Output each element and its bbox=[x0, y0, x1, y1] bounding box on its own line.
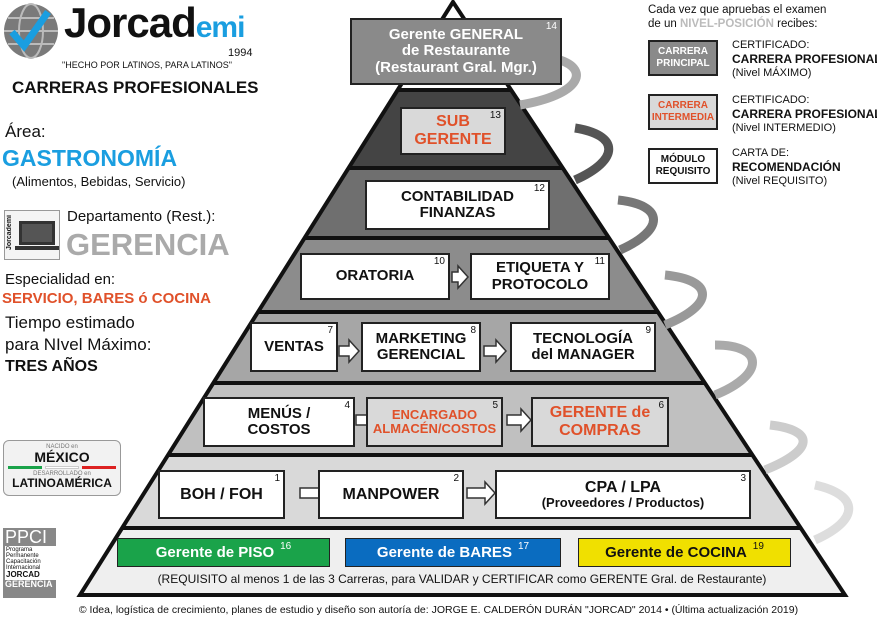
progress-arrows bbox=[519, 55, 853, 545]
legend-text-requisito: CARTA DE:RECOMENDACIÓN(Nivel REQUISITO) bbox=[732, 147, 841, 188]
specialty-label: Especialidad en: bbox=[5, 271, 116, 288]
laptop-icon: Jorcademi bbox=[4, 210, 60, 260]
arrow-right-icon bbox=[451, 264, 470, 290]
specialty-value: SERVICIO, BARES ó COCINA bbox=[2, 290, 211, 307]
arrow-right-icon bbox=[338, 338, 361, 364]
logo-globe-check-icon bbox=[4, 3, 58, 59]
arrow-right-icon bbox=[483, 338, 508, 364]
arrow-right-icon bbox=[506, 407, 533, 433]
curved-arrow-icon bbox=[519, 55, 581, 110]
department-label: Departamento (Rest.): bbox=[67, 208, 216, 225]
brand-logo: Jorcademi bbox=[64, 0, 245, 46]
department-value: GERENCIA bbox=[66, 227, 230, 262]
curved-arrow-icon bbox=[763, 420, 808, 475]
curved-arrow-icon bbox=[663, 270, 707, 330]
curved-arrow-icon bbox=[813, 480, 853, 545]
mexico-badge: NACIDO en MÉXICO DESARROLLADO en LATINOA… bbox=[3, 440, 121, 496]
requirement-note: (REQUISITO al menos 1 de las 3 Carreras,… bbox=[157, 572, 767, 586]
curved-arrow-icon bbox=[617, 195, 658, 255]
legend-text-intermedia: CERTIFICADO:CARRERA PROFESIONAL(Nivel IN… bbox=[732, 94, 877, 135]
curved-arrow-icon bbox=[713, 340, 757, 400]
legend-text-principal: CERTIFICADO:CARRERA PROFESIONAL(Nivel MÁ… bbox=[732, 39, 877, 80]
area-value: GASTRONOMÍA bbox=[2, 145, 178, 171]
arrow-right-icon bbox=[466, 480, 497, 506]
footer-credit: © Idea, logística de crecimiento, planes… bbox=[78, 604, 799, 616]
area-label: Área: bbox=[5, 122, 46, 141]
brand-tagline: "HECHO POR LATINOS, PARA LATINOS" bbox=[62, 60, 232, 70]
brand-year: 1994 bbox=[228, 47, 253, 59]
area-detail: (Alimentos, Bebidas, Servicio) bbox=[12, 174, 186, 189]
curved-arrow-icon bbox=[573, 123, 613, 185]
page-title: CARRERAS PROFESIONALES bbox=[12, 78, 259, 97]
